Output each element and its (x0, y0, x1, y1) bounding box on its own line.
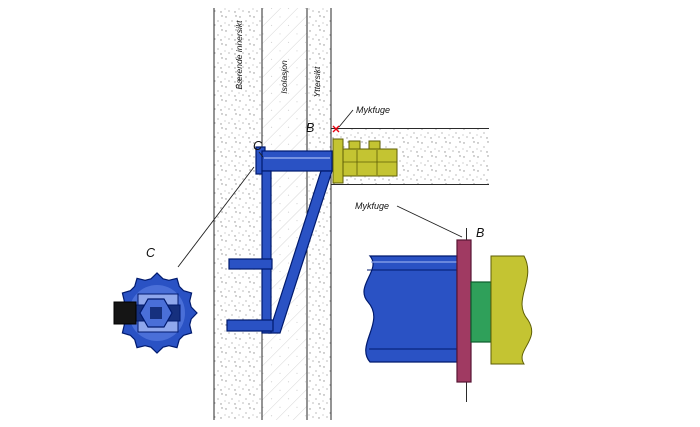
wall-insulation-label: Isolasjon (279, 60, 289, 94)
fixing-bracket (332, 138, 398, 184)
nut-core (150, 307, 162, 319)
wall-inner-label: Bærende innersikt (234, 20, 244, 90)
wall-section: Bærende innersikt Isolasjon Yttersikt (213, 8, 332, 420)
mykfuge-top-label: Mykfuge (356, 105, 390, 115)
bracket-wall-plate (332, 138, 344, 184)
section-marker-b: B (306, 121, 314, 135)
annotations-top: Mykfuge B C Mykfuge (177, 105, 463, 268)
sealant-mark-icon (332, 125, 340, 133)
console-top-member (261, 150, 333, 172)
section-marker-c: C (253, 139, 263, 153)
mykfuge-bottom-label: Mykfuge (355, 201, 389, 211)
console-bracket (226, 146, 333, 334)
detail-c: C (113, 246, 198, 354)
frame-yellow (490, 255, 533, 365)
detail-b-title: B (476, 226, 484, 240)
leader-mykfuge-top (338, 109, 354, 128)
wall-outer-label: Yttersikt (312, 66, 322, 97)
console-vertical-member (261, 170, 272, 334)
console-rail-upper (228, 258, 273, 270)
anchor-bolt-head (113, 301, 137, 325)
profile-blue (363, 255, 458, 363)
gasket-plate (456, 239, 472, 383)
console-rail-lower (226, 319, 274, 332)
leader-detail-c (177, 166, 255, 268)
inner-leaf-hatch (214, 8, 262, 420)
leader-mykfuge-bottom (396, 205, 463, 238)
insert-block (470, 281, 492, 343)
marker-c-arrow (258, 151, 264, 158)
detail-c-title: C (146, 246, 156, 260)
detail-b: B (363, 226, 533, 402)
console-diagonal-brace (268, 170, 333, 334)
bracket-body (342, 148, 398, 177)
